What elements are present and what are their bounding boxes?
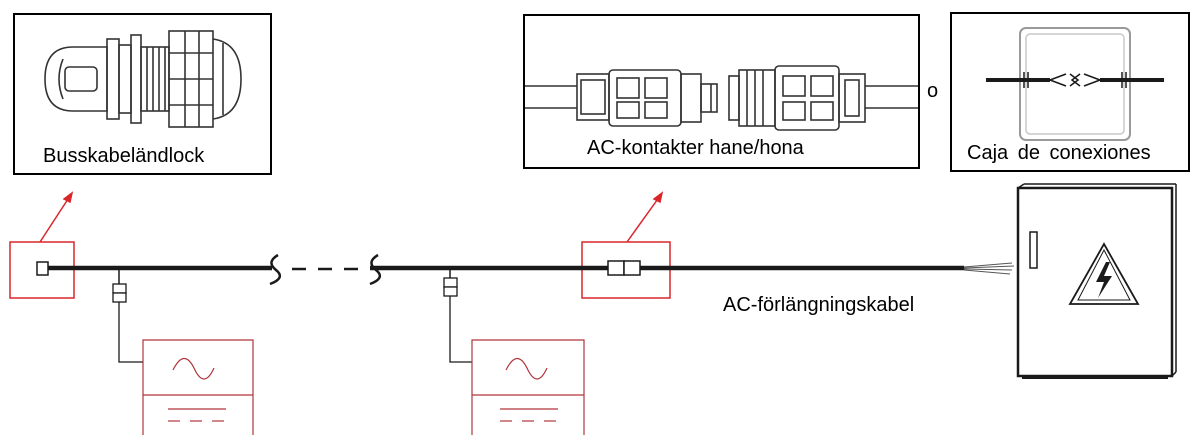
cable-end-cap: [36, 261, 49, 276]
drop-cable-1: [112, 268, 143, 363]
junction-box-caption: Caja de conexiones: [967, 142, 1151, 164]
extension-cable-label: AC-förlängningskabel: [723, 294, 915, 316]
inline-ac-connector: [607, 260, 641, 276]
callout-arrow-end-cap: [39, 191, 74, 243]
microinverter-icon: [471, 339, 585, 435]
ac-connector-caption: AC-kontakter hane/hona: [587, 137, 804, 159]
end-cap-icon: [44, 30, 242, 128]
distribution-cabinet-icon: [1016, 183, 1177, 379]
cable-frayed-end: [963, 262, 1015, 275]
end-cap-detail-box: Busskabeländlock: [13, 13, 272, 175]
cable-break: [269, 253, 382, 286]
junction-box-detail-box: Caja de conexiones: [950, 12, 1190, 172]
drop-cable-2: [443, 268, 472, 363]
microinverter-icon: [142, 339, 254, 435]
ac-connector-pair-icon: [525, 65, 918, 131]
or-label: o: [927, 80, 939, 102]
junction-box-icon: [986, 27, 1164, 141]
end-cap-caption: Busskabeländlock: [43, 145, 205, 167]
callout-arrow-connector: [626, 191, 664, 243]
ac-connector-detail-box: AC-kontakter hane/hona: [523, 14, 920, 169]
